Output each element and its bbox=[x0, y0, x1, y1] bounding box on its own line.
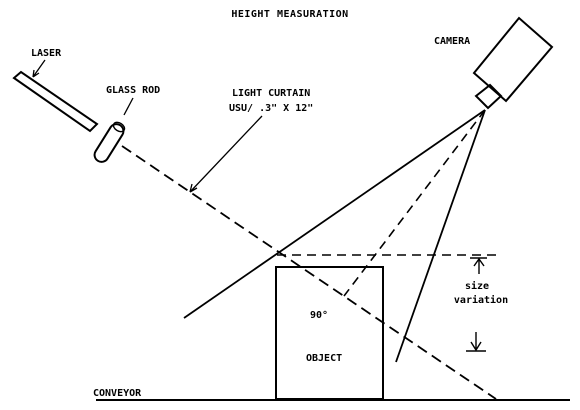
size-variation-indicator bbox=[466, 257, 487, 352]
camera bbox=[472, 16, 554, 110]
camera-fov-right bbox=[395, 109, 486, 363]
glass-rod bbox=[93, 121, 126, 163]
laser-beam bbox=[121, 145, 497, 400]
camera-label: CAMERA bbox=[434, 36, 470, 47]
laser-label: LASER bbox=[31, 48, 62, 59]
object-box bbox=[275, 266, 384, 400]
variation-label: variation bbox=[454, 294, 508, 306]
glass-rod-label: GLASS ROD bbox=[106, 85, 160, 96]
object-label: OBJECT bbox=[306, 353, 342, 364]
angle-label: 90° bbox=[310, 310, 328, 321]
laser-label-arrow bbox=[32, 59, 46, 78]
camera-view-dashed bbox=[343, 109, 486, 297]
light-curtain-arrow bbox=[189, 115, 263, 193]
light-curtain-spec: USU/ .3" X 12" bbox=[229, 103, 313, 114]
camera-fov-left bbox=[183, 109, 486, 319]
diagram-title: HEIGHT MEASURATION bbox=[231, 9, 348, 20]
conveyor-label: CONVEYOR bbox=[93, 388, 142, 399]
light-curtain-label: LIGHT CURTAIN bbox=[232, 88, 310, 99]
laser-body bbox=[12, 70, 99, 133]
glass-rod-label-arrow bbox=[123, 97, 134, 116]
size-label: size bbox=[465, 280, 489, 292]
